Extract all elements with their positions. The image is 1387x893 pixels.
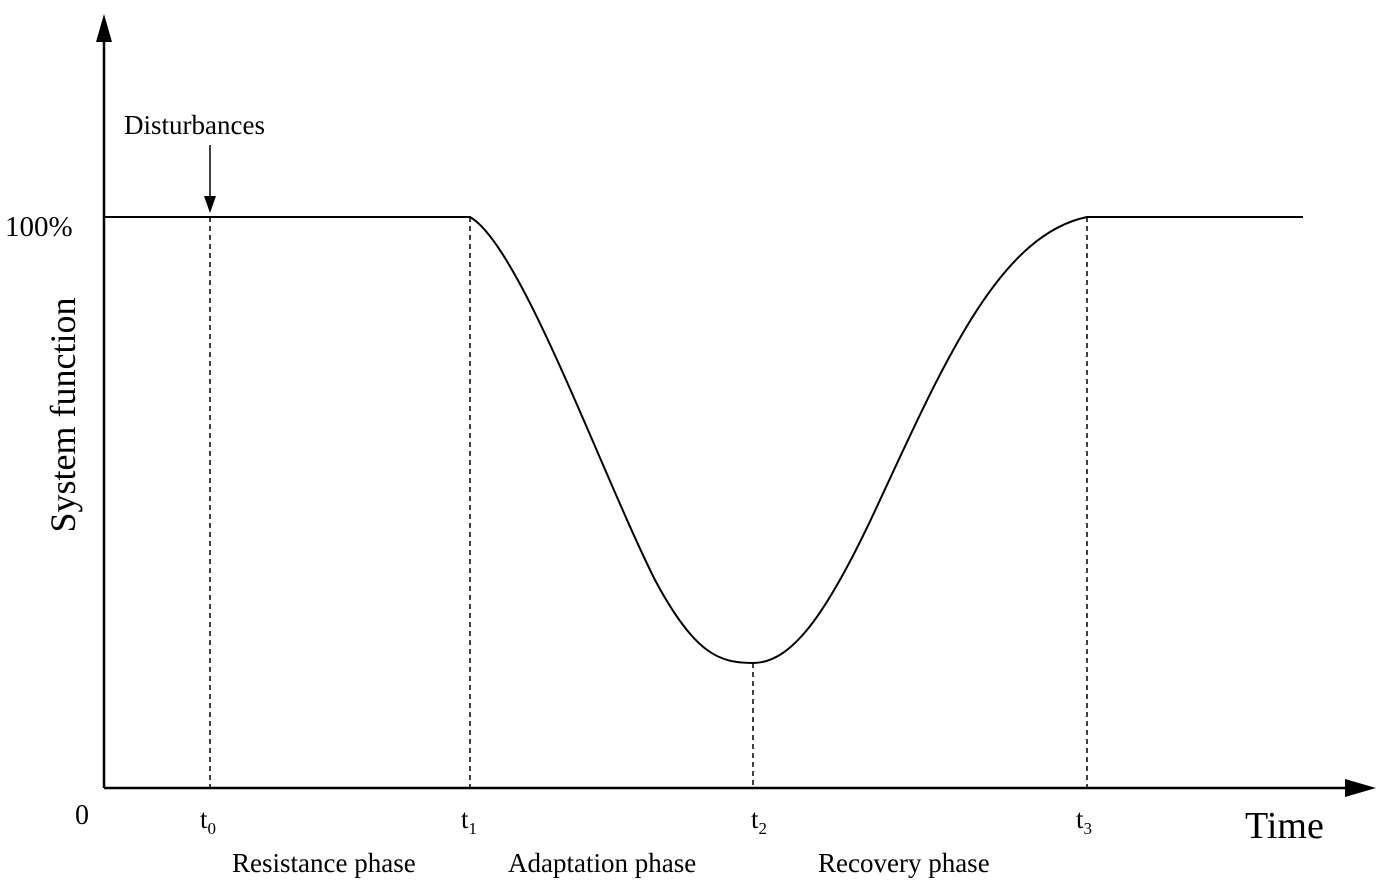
adaptation-phase-label: Adaptation phase — [508, 848, 696, 878]
recovery-phase-label: Recovery phase — [818, 848, 990, 878]
x-axis-arrow-icon — [1345, 779, 1376, 797]
t2-label: t2 — [751, 804, 767, 838]
t0-label: t0 — [200, 804, 216, 838]
y-tick-100: 100% — [5, 211, 73, 243]
disturbances-label: Disturbances — [124, 110, 265, 140]
disturbance-arrowhead-icon — [204, 196, 216, 213]
resistance-phase-label: Resistance phase — [232, 848, 416, 878]
y-axis-arrow-icon — [96, 14, 112, 42]
system-function-curve — [104, 216, 1303, 665]
t3-label: t3 — [1076, 804, 1092, 838]
y-axis-label: System function — [43, 298, 83, 533]
origin-label: 0 — [75, 800, 89, 831]
x-axis-label: Time — [1245, 805, 1324, 847]
t1-label: t1 — [461, 804, 477, 838]
